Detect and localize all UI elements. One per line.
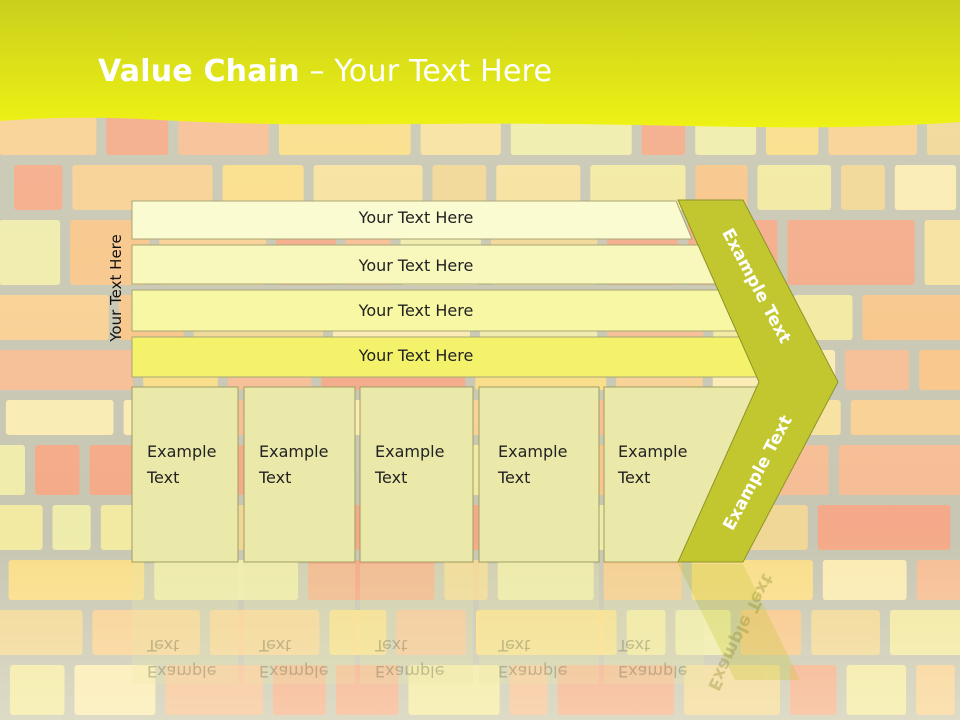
box-2-reflection: Example Text [259, 632, 359, 684]
box-4-reflection-line1: Example [498, 662, 568, 681]
page-title: Value Chain – Your Text Here [98, 54, 552, 89]
box-4-reflection: Example Text [498, 632, 598, 684]
box-3-line1: Example [375, 442, 445, 461]
box-1-line2: Text [147, 468, 180, 487]
box-5-reflection-line1: Example [618, 662, 688, 681]
box-3-reflection-line1: Example [375, 662, 445, 681]
box-5-reflection: Example Text [618, 632, 718, 684]
box-2-line2: Text [259, 468, 292, 487]
bar-1 [131, 200, 693, 240]
box-5-line2: Text [618, 468, 651, 487]
bar-2-label: Your Text Here [358, 256, 474, 275]
box-4-line2: Text [498, 468, 531, 487]
box-1-line1: Example [147, 442, 217, 461]
box-4 [478, 386, 600, 563]
reflection [132, 564, 800, 684]
box-2-line1: Example [259, 442, 329, 461]
title-rest: – Your Text Here [299, 54, 553, 89]
box-5-reflection-line2: Text [618, 636, 651, 655]
box-1-reflection: Example Text [147, 632, 247, 684]
box-2-reflection-line2: Text [259, 636, 292, 655]
box-1-reflection-line2: Text [147, 636, 180, 655]
box-2-reflection-line1: Example [259, 662, 329, 681]
chevron-arrow [677, 199, 839, 563]
bar-3-label: Your Text Here [358, 301, 474, 320]
box-4-line1: Example [498, 442, 568, 461]
box-3 [359, 386, 474, 563]
box-5-line1: Example [618, 442, 688, 461]
title-bold: Value Chain [98, 54, 300, 89]
box-1 [131, 386, 239, 563]
box-3-line2: Text [375, 468, 408, 487]
box-2 [243, 386, 356, 563]
box-3-reflection-line2: Text [375, 636, 408, 655]
bar-4-label: Your Text Here [358, 346, 474, 365]
box-3-reflection: Example Text [375, 632, 475, 684]
box-1-reflection-line1: Example [147, 662, 217, 681]
header-band: Value Chain – Your Text Here [0, 0, 960, 150]
box-4-reflection-line2: Text [498, 636, 531, 655]
bar-1-label: Your Text Here [358, 208, 474, 227]
